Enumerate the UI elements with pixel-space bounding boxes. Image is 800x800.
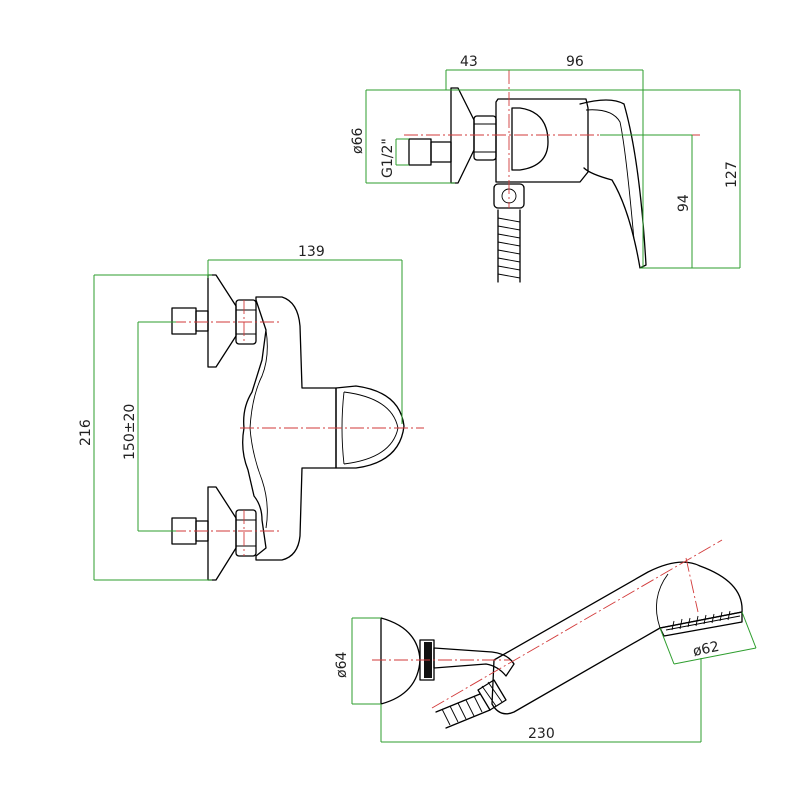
mixer-front-view: 139 216 150±20	[78, 244, 424, 581]
shower-head-face	[659, 611, 743, 637]
shower-wall-holder	[380, 617, 421, 705]
dim-label-230: 230	[528, 726, 555, 742]
dim-label-96: 96	[566, 54, 584, 70]
upper-inlet-fitting	[171, 307, 197, 335]
dim-label-127: 127	[724, 161, 740, 188]
upper-flange	[207, 274, 237, 368]
shower-handle	[491, 561, 743, 715]
top-dimensions	[365, 69, 741, 269]
hex-nut	[473, 115, 497, 161]
front-dimensions	[93, 259, 403, 581]
mixer-side-view: 43 96 ø66 G1/2" 94 127	[350, 54, 741, 283]
body-outlet-ring	[511, 107, 549, 171]
lever-knob	[335, 385, 405, 469]
mixer-body	[495, 98, 589, 183]
mixer-body-front	[242, 296, 337, 561]
dim-label-diameter-62: ø62	[692, 639, 721, 660]
dim-label-139: 139	[298, 244, 325, 260]
wall-flange	[450, 87, 475, 184]
shower-dimensions	[351, 611, 757, 743]
inlet-nipple	[430, 141, 452, 163]
dim-label-43: 43	[460, 54, 478, 70]
dim-label-216: 216	[78, 419, 94, 446]
mixer-lever	[579, 99, 647, 269]
inlet-fitting	[408, 138, 432, 166]
dim-label-thread: G1/2"	[380, 138, 396, 178]
lower-nut	[235, 509, 257, 557]
upper-inlet-nipple	[195, 310, 209, 332]
dim-label-94: 94	[676, 194, 692, 212]
hand-shower-view: ø64 ø62 230	[334, 539, 757, 743]
holder-arm	[433, 647, 515, 677]
dim-label-150: 150±20	[122, 404, 138, 460]
dim-label-diameter-66: ø66	[350, 128, 366, 154]
shower-hose	[497, 209, 521, 283]
dim-label-diameter-64: ø64	[334, 652, 350, 678]
lower-flange	[207, 486, 237, 581]
